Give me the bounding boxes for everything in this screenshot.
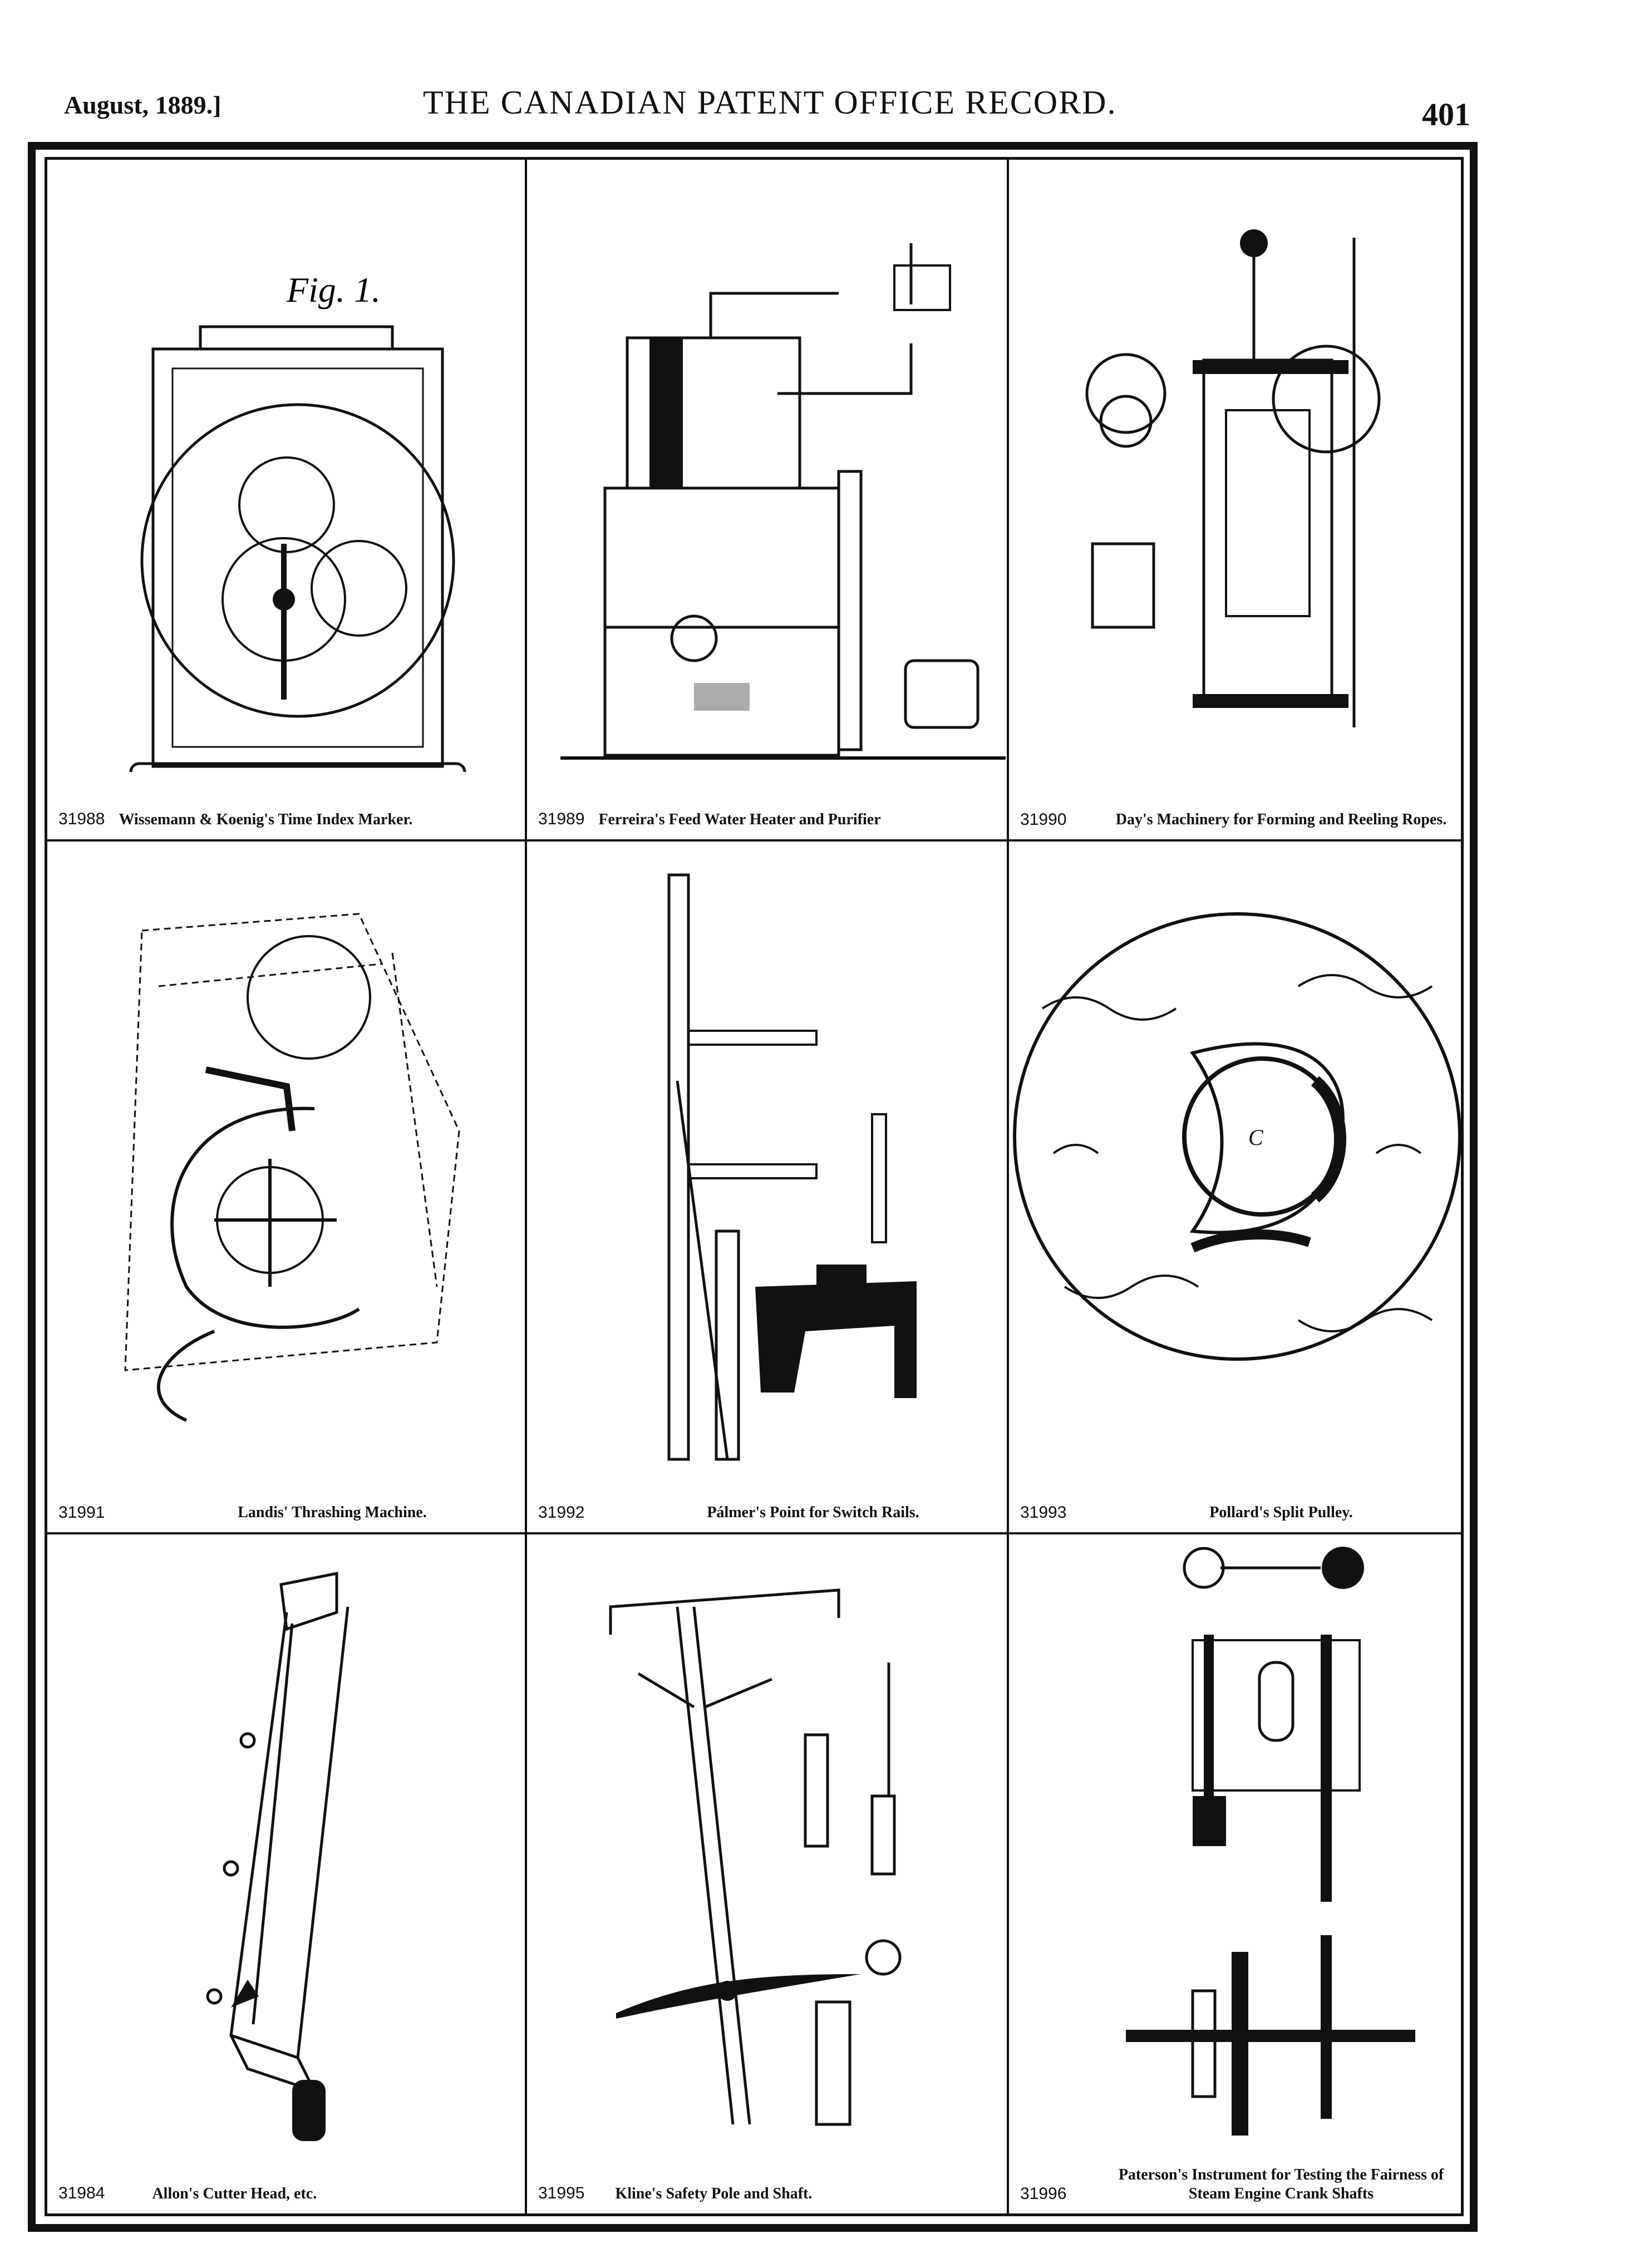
- patent-title: Wissemann & Koenig's Time Index Marker.: [119, 811, 413, 828]
- patent-drawing-31984: [47, 1534, 525, 2152]
- patent-cell-31990: 31990 Day's Machinery for Forming and Re…: [1009, 160, 1461, 842]
- patent-number: 31984: [58, 2184, 105, 2202]
- patent-number: 31996: [1020, 2185, 1067, 2203]
- patent-drawing-31989: [527, 160, 1007, 783]
- publication-title: THE CANADIAN PATENT OFFICE RECORD.: [423, 84, 1117, 121]
- svg-text:C: C: [1248, 1125, 1264, 1150]
- patent-caption-31995: 31995 Kline's Safety Pole and Shaft.: [538, 2184, 999, 2203]
- outer-frame: [28, 142, 1478, 2232]
- patent-title: Ferreira's Feed Water Heater and Purifie…: [598, 811, 881, 828]
- patent-cell-31995: 31995 Kline's Safety Pole and Shaft.: [527, 1534, 1009, 2213]
- page-number: 401: [1422, 96, 1470, 132]
- patent-grid: Fig. 1. 31988 Wissemann & Koenig's T: [47, 160, 1461, 2213]
- patent-caption-31992: 31992 Pálmer's Point for Switch Rails.: [538, 1503, 999, 1522]
- patent-number: 31995: [538, 2184, 585, 2202]
- patent-cell-31993: C 31993 Pollard's Split Pulley.: [1009, 842, 1461, 1534]
- patent-caption-31984: 31984 Allon's Cutter Head, etc.: [58, 2184, 517, 2203]
- patent-cell-31996: 31996 Paterson's Instrument for Testing …: [1009, 1534, 1461, 2213]
- patent-drawing-31992: [527, 842, 1007, 1476]
- patent-drawing-31996: [1009, 1534, 1461, 2141]
- patent-caption-31993: 31993 Pollard's Split Pulley.: [1020, 1503, 1453, 1522]
- patent-drawing-31991: [47, 842, 525, 1465]
- patent-caption-31991: 31991 Landis' Thrashing Machine.: [58, 1503, 517, 1522]
- patent-caption-31990: 31990 Day's Machinery for Forming and Re…: [1020, 810, 1453, 829]
- patent-cell-31988: Fig. 1. 31988 Wissemann & Koenig's T: [47, 160, 527, 842]
- patent-caption-31988: 31988 Wissemann & Koenig's Time Index Ma…: [58, 810, 517, 829]
- patent-cell-31984: 31984 Allon's Cutter Head, etc.: [47, 1534, 527, 2213]
- figure-label: Fig. 1.: [286, 270, 381, 309]
- patent-number: 31991: [58, 1503, 105, 1522]
- patent-number: 31988: [58, 810, 105, 828]
- patent-drawing-31995: [527, 1534, 1007, 2152]
- patent-number: 31990: [1020, 810, 1067, 829]
- patent-cell-31992: 31992 Pálmer's Point for Switch Rails.: [527, 842, 1009, 1534]
- patent-cell-31989: 31989 Ferreira's Feed Water Heater and P…: [527, 160, 1009, 842]
- patent-title: Allon's Cutter Head, etc.: [152, 2185, 317, 2202]
- patent-number: 31992: [538, 1503, 585, 1522]
- patent-title: Pollard's Split Pulley.: [1209, 1504, 1353, 1521]
- patent-title: Paterson's Instrument for Testing the Fa…: [1118, 2166, 1444, 2202]
- patent-caption-31989: 31989 Ferreira's Feed Water Heater and P…: [538, 810, 999, 829]
- patent-cell-31991: 31991 Landis' Thrashing Machine.: [47, 842, 527, 1534]
- patent-drawing-31988: Fig. 1.: [47, 160, 525, 772]
- patent-drawing-31993: C: [1009, 842, 1461, 1476]
- issue-date: August, 1889.]: [64, 91, 222, 119]
- patent-title: Kline's Safety Pole and Shaft.: [615, 2185, 813, 2202]
- patent-number: 31993: [1020, 1503, 1067, 1522]
- patent-caption-31996: 31996 Paterson's Instrument for Testing …: [1020, 2166, 1453, 2203]
- patent-title: Pálmer's Point for Switch Rails.: [707, 1504, 919, 1521]
- page-header: August, 1889.] THE CANADIAN PATENT OFFIC…: [0, 83, 1644, 145]
- patent-number: 31989: [538, 810, 585, 828]
- patent-title: Landis' Thrashing Machine.: [238, 1504, 427, 1521]
- inner-frame: [45, 157, 1464, 2216]
- patent-drawing-31990: [1009, 160, 1461, 772]
- patent-title: Day's Machinery for Forming and Reeling …: [1115, 811, 1447, 828]
